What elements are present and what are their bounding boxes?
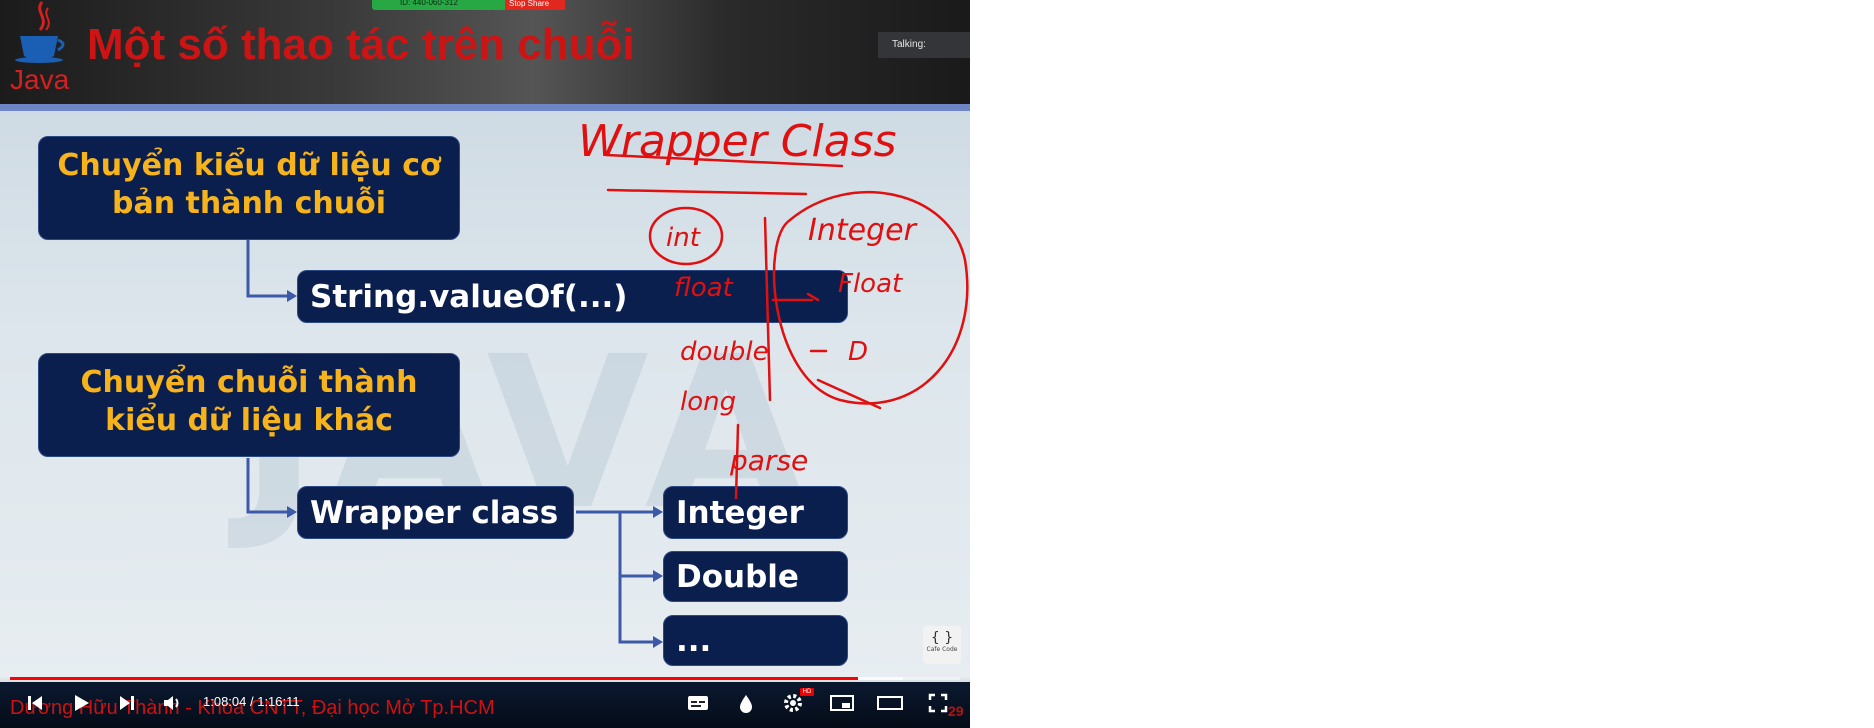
annotation-right-0: Integer — [808, 213, 918, 248]
string-to-other-line-2: kiểu dữ liệu khác — [105, 403, 393, 438]
settings-button[interactable] — [780, 690, 806, 716]
fullscreen-button[interactable] — [925, 690, 951, 716]
time-display: 1:08:04 / 1:16:11 — [203, 694, 300, 709]
wrapper-type-more: ... — [663, 615, 848, 666]
java-logo-text: Java — [10, 64, 70, 95]
seek-bar-buffered — [858, 677, 903, 680]
cafe-code-icon: { } — [930, 630, 954, 646]
miniplayer-icon — [830, 695, 854, 711]
stop-share-button[interactable]: Stop Share — [505, 0, 565, 10]
next-button[interactable] — [114, 690, 140, 716]
value-of-method: String.valueOf(...) — [310, 278, 628, 315]
annotation-left-1: float — [674, 273, 734, 303]
annotation-left-0: int — [666, 223, 701, 253]
primitive-to-string-line-2: bản thành chuỗi — [111, 186, 386, 221]
skip-next-icon — [120, 696, 134, 710]
ambient-mode-button[interactable] — [733, 690, 759, 716]
wrapper-type-integer: Integer — [663, 486, 848, 539]
skip-previous-icon — [28, 696, 42, 710]
play-icon — [75, 695, 89, 711]
header-divider — [0, 104, 970, 111]
wrapper-type-label: Double — [676, 558, 799, 595]
wrapper-type-label: Integer — [676, 494, 804, 531]
annotation-right-1: Float — [838, 269, 903, 299]
java-coffee-cup-icon — [15, 1, 65, 63]
string-to-other-line-1: Chuyển chuỗi thành — [80, 365, 418, 400]
slide-number: 29 — [948, 703, 964, 719]
fullscreen-icon — [928, 693, 948, 713]
wrapper-class-box: Wrapper class — [297, 486, 574, 539]
annotation-right-2: D — [848, 337, 868, 367]
cafe-code-label: Cafe Code — [926, 646, 958, 653]
play-button[interactable] — [68, 690, 94, 716]
string-to-other-box: Chuyển chuỗi thành kiểu dữ liệu khác — [38, 353, 460, 457]
value-of-box: String.valueOf(...) — [297, 270, 848, 323]
slide-header — [0, 0, 970, 104]
annotation-parse: parse — [729, 444, 808, 477]
wrapper-type-label: ... — [676, 622, 712, 659]
water-drop-icon — [740, 695, 752, 713]
meeting-id: ID: 440-060-312 — [400, 0, 458, 7]
theater-mode-icon — [877, 696, 903, 710]
theater-mode-button[interactable] — [877, 690, 903, 716]
slide-title: Một số thao tác trên chuỗi — [87, 20, 635, 69]
previous-button[interactable] — [22, 690, 48, 716]
handwritten-annotations: Wrapper Class int float double long Inte… — [578, 116, 969, 500]
cafe-code-badge: { } Cafe Code — [923, 626, 961, 664]
volume-icon — [164, 696, 179, 710]
talking-indicator: Talking: — [878, 32, 970, 58]
player-controls — [0, 676, 970, 728]
annotation-left-2: double — [680, 337, 769, 367]
annotation-heading: Wrapper Class — [578, 116, 897, 167]
video-player[interactable]: Java Một số thao tác trên chuỗi ID: 440-… — [0, 0, 970, 728]
seek-bar-played — [10, 677, 859, 680]
wrapper-type-double: Double — [663, 551, 848, 602]
flow-connectors — [246, 240, 663, 648]
subtitles-button[interactable] — [685, 690, 711, 716]
primitive-to-string-line-1: Chuyển kiểu dữ liệu cơ — [57, 148, 441, 183]
volume-button[interactable] — [160, 690, 186, 716]
miniplayer-button[interactable] — [829, 690, 855, 716]
primitive-to-string-box: Chuyển kiểu dữ liệu cơ bản thành chuỗi — [38, 136, 460, 240]
captions-icon — [688, 696, 708, 710]
gear-icon — [784, 694, 802, 712]
wrapper-class-label: Wrapper class — [310, 494, 559, 531]
stop-share-label: Stop Share — [509, 0, 550, 8]
hd-badge: HD — [800, 688, 814, 696]
zoom-share-bar — [372, 0, 565, 10]
seek-bar[interactable] — [10, 677, 960, 680]
annotation-left-3: long — [680, 387, 736, 417]
